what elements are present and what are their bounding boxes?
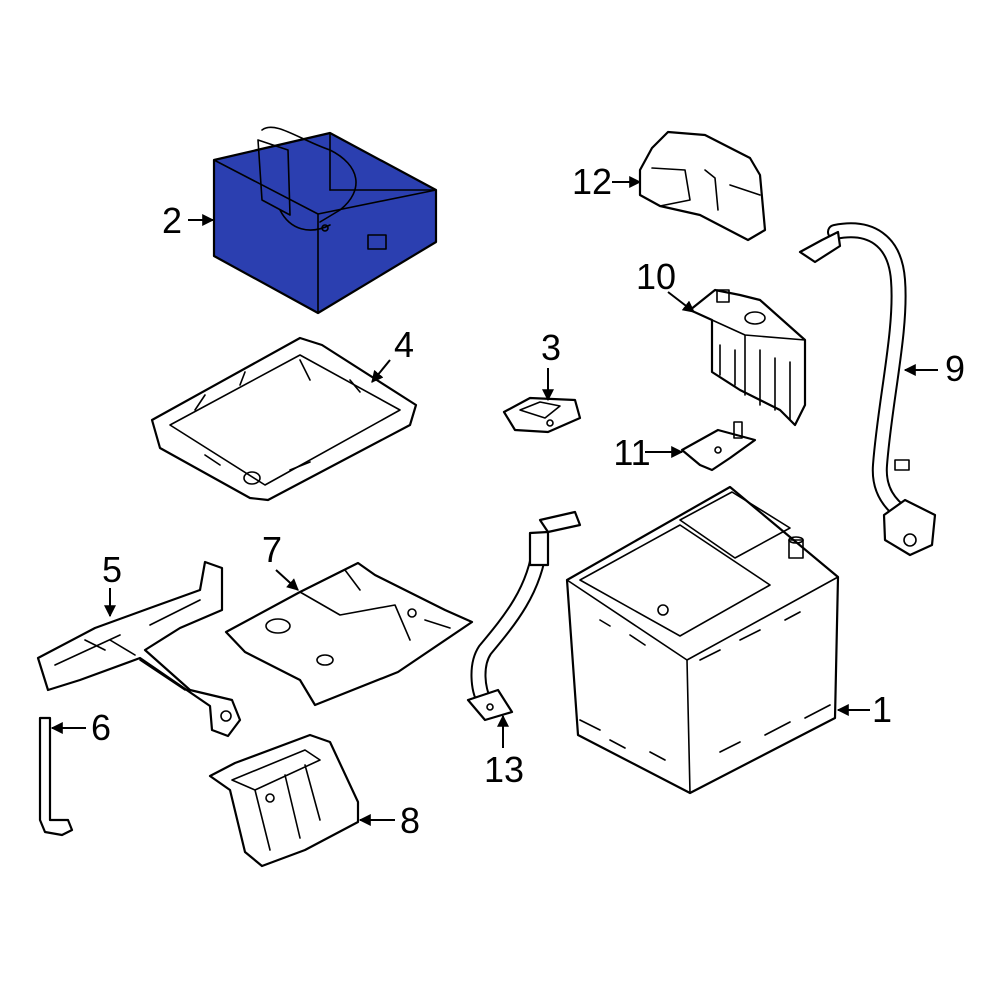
cover12-outline [638,130,767,242]
callout-5: 5 [102,549,122,590]
bracket3-hole [546,419,554,427]
battery-ribs [579,611,831,761]
bracket11-hole [714,446,722,454]
bracket3-outline [502,396,582,434]
cable13-connector [528,530,550,567]
battery-top-panel [679,491,791,559]
small-bracket-part[interactable] [502,396,582,434]
cable9-terminal-hole [903,533,917,547]
tray-inner [169,354,401,486]
tray-support-bracket-part[interactable] [36,560,242,738]
callout-labels: 1 2 3 4 5 6 7 8 9 10 11 12 13 [91,161,965,841]
bracket8-hole [265,793,275,803]
callout-12: 12 [572,161,612,202]
battery-vent [657,604,669,616]
cover12-detail [651,167,761,211]
bracket11-outline [680,428,757,472]
callout-13: 13 [484,749,524,790]
lower-support-bracket-part[interactable] [208,733,360,868]
battery-part[interactable] [565,485,840,795]
battery-terminal-cap [788,536,804,544]
bracket3-face [519,401,561,419]
callout-1: 1 [872,689,892,730]
cable9-terminal [882,498,937,557]
bracket8-outline [208,733,360,868]
leader-10 [667,291,695,313]
cable13-top-bracket [538,510,582,534]
plate7-outline [224,561,474,707]
fuse10-nut [716,289,730,303]
tray-drain [243,471,261,485]
cable9-inner [829,224,911,521]
battery-cover-part[interactable] [212,126,438,315]
battery-outline [565,485,840,795]
bracket11-stud [733,421,743,439]
cover-strap-curve [279,209,331,231]
battery-lid [579,524,771,637]
leader-lines [50,176,938,826]
cover-hole [321,224,329,232]
ground-cable-part[interactable] [466,510,582,722]
terminal-bracket-part[interactable] [680,421,757,472]
positive-cable-part[interactable] [798,222,937,557]
bracket5-outline [36,560,242,738]
callout-3: 3 [541,327,561,368]
cable13-lug [466,688,514,722]
fuse10-stud [744,311,766,325]
plate7-detail [299,569,451,641]
callout-9: 9 [945,348,965,389]
tray-ribs [194,359,361,471]
callout-2: 2 [162,200,182,241]
cover-slot [367,234,387,250]
rod6-outline [38,716,74,837]
battery-terminal-pos [788,539,804,559]
battery-corner [686,659,691,794]
plate7-hole-right [407,608,417,618]
tray-outline [150,336,418,502]
callout-10: 10 [636,256,676,297]
cable13-inner [472,539,546,706]
plate7-hole-left [265,618,291,634]
cable9-end [798,230,842,264]
leader-4 [371,359,391,383]
callout-11: 11 [613,432,650,473]
cover-handle-left [257,139,291,216]
terminal-cover-part[interactable] [638,130,767,242]
callout-6: 6 [91,707,111,748]
callout-7: 7 [262,529,282,570]
mounting-plate-part[interactable] [224,561,474,707]
battery-cover-body [212,131,438,315]
bracket5-ribs [54,599,201,691]
cable9-clip [894,459,910,471]
battery-tray-part[interactable] [150,336,418,502]
fuse10-outline [688,288,807,427]
hold-down-rod-part[interactable] [38,716,74,837]
cable13-lug-hole [486,703,494,711]
fuse10-ribs [711,319,806,421]
callout-8: 8 [400,800,420,841]
bracket8-detail [231,749,321,851]
callout-4: 4 [394,324,414,365]
plate7-hole-center [316,654,334,666]
bracket5-hole [220,710,232,722]
leader-7 [275,569,299,591]
fuse-box-part[interactable] [688,288,807,427]
